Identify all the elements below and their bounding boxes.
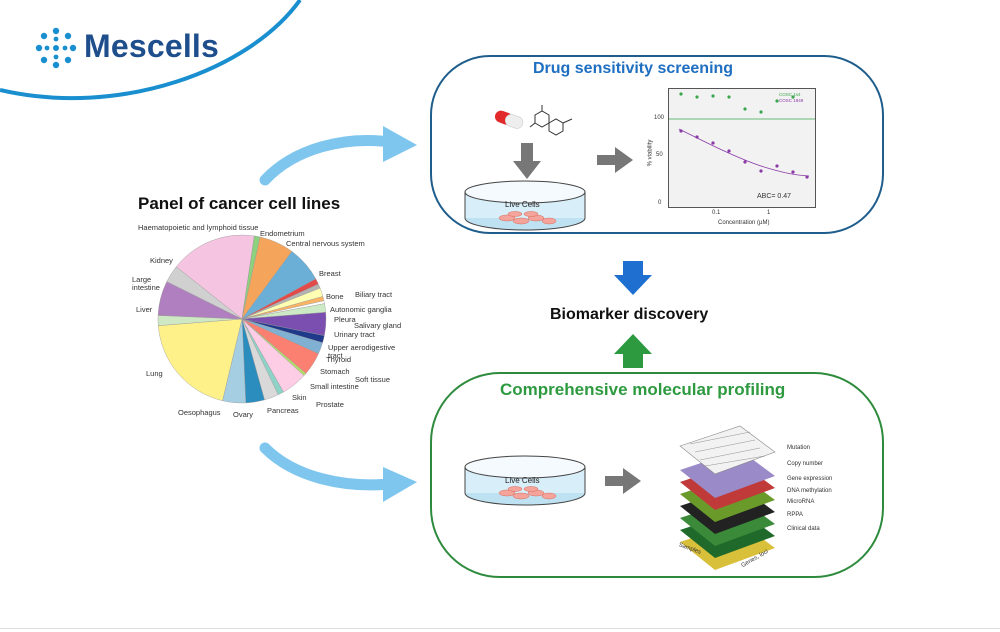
label-upper-aero: Upper aerodigestive tract (328, 343, 396, 360)
pie-slice-lung (158, 318, 243, 401)
data-layer-stack (679, 425, 776, 570)
down-arrow-icon (513, 143, 541, 179)
plot-y-label: % viability (647, 139, 654, 167)
label-small-intestine: Small intestine (310, 382, 359, 391)
green-up-arrow-icon (614, 334, 652, 368)
drug-screening-title: Drug sensitivity screening (533, 60, 734, 77)
layer-clinical-data: Clinical data (787, 526, 820, 532)
plot-x-label: Concentration (µM) (718, 220, 770, 226)
label-breast: Breast (319, 269, 341, 278)
plot-annotation: ABC= 0.47 (757, 193, 792, 200)
brand-swoosh (0, 0, 302, 101)
right-arrow-icon-2 (605, 468, 641, 494)
label-autonomic: Autonomic ganglia (330, 305, 392, 314)
label-liver: Liver (136, 305, 153, 314)
pie-slice-haem (175, 234, 255, 320)
plot-x-tick-01: 0.1 (712, 210, 721, 216)
blue-down-arrow-icon (614, 261, 652, 295)
label-endometrium: Endometrium (260, 229, 305, 238)
label-ovary: Ovary (233, 410, 254, 419)
pie-slice-kidney (166, 266, 243, 320)
label-stomach: Stomach (320, 367, 350, 376)
arrow-to-drug-screening (259, 126, 417, 186)
label-skin: Skin (292, 393, 307, 402)
biomarker-discovery-label: Biomarker discovery (550, 306, 709, 323)
panel-title: Panel of cancer cell lines (138, 194, 341, 213)
label-kidney: Kidney (150, 256, 173, 265)
dish-label-profiling: Live Cells (505, 476, 540, 485)
label-biliary: Biliary tract (355, 290, 393, 299)
plot-legend-1: COSC 1s4 (779, 92, 801, 97)
cell-line-pie (157, 234, 327, 404)
footer-divider (0, 628, 1000, 629)
layer-dna-methylation: DNA methylation (787, 488, 832, 494)
label-salivary: Salivary gland (354, 321, 402, 330)
viability-plot-svg (669, 92, 815, 179)
layer-mutation: Mutation (787, 445, 811, 451)
label-bone: Bone (326, 292, 344, 301)
label-large-intestine: Large intestine (132, 275, 160, 292)
label-soft-tissue: Soft tissue (355, 375, 391, 384)
petri-dish-drug (464, 180, 586, 231)
plot-y-tick-0: 0 (658, 200, 662, 206)
label-haem: Haematopoietic and lymphoid tissue (138, 223, 259, 232)
label-urinary: Urinary tract (334, 330, 375, 339)
label-thyroid: Thyroid (326, 355, 352, 364)
drug-pill-icon (494, 105, 573, 136)
label-oesophagus: Oesophagus (178, 408, 221, 417)
label-prostate: Prostate (316, 400, 344, 409)
layer-gene-expression: Gene expression (787, 476, 833, 482)
plot-x-tick-1: 1 (767, 210, 771, 216)
label-cns: Central nervous system (286, 239, 365, 248)
right-arrow-icon (597, 147, 633, 173)
brand-name: Mescells (84, 28, 220, 64)
viability-plot: ABC= 0.47 COSC 1s4 COSC 1949 (668, 88, 816, 208)
label-pancreas: Pancreas (267, 406, 299, 415)
molecular-profiling-title: Comprehensive molecular profiling (500, 380, 786, 399)
petri-dish-profiling (464, 455, 586, 506)
plot-legend-2: COSC 1949 (779, 98, 804, 103)
dish-label-drug: Live Cells (505, 200, 540, 209)
arrow-to-profiling (259, 442, 417, 502)
mescells-logo-icon (35, 27, 77, 69)
label-lung: Lung (146, 369, 163, 378)
plot-y-tick-100: 100 (654, 115, 665, 121)
plot-y-tick-50: 50 (656, 152, 663, 158)
layer-rppa: RPPA (787, 512, 803, 518)
layer-copy-number: Copy number (787, 461, 824, 467)
layer-microrna: MicroRNA (787, 499, 815, 505)
label-pleura: Pleura (334, 315, 356, 324)
